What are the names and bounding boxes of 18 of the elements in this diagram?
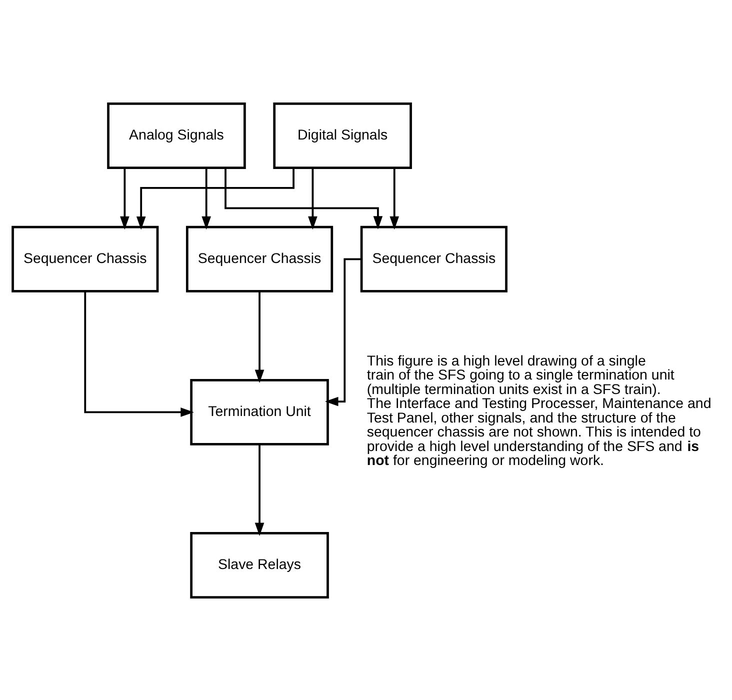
- node-box: Sequencer Chassis: [360, 225, 508, 292]
- arrow: [84, 290, 194, 416]
- arrow: [202, 167, 211, 230]
- node-box: Digital Signals: [273, 102, 412, 168]
- node-box: Slave Relays: [190, 532, 329, 598]
- arrow: [224, 168, 383, 229]
- arrow: [136, 167, 294, 230]
- node-box: Sequencer Chassis: [186, 225, 334, 292]
- arrow: [308, 167, 318, 230]
- node-box: Analog Signals: [107, 102, 246, 168]
- arrow: [390, 167, 400, 230]
- arrow: [254, 444, 264, 536]
- arrow: [120, 167, 130, 230]
- node-box: Termination Unit: [190, 378, 329, 445]
- label: This figure is a high level drawing of a single train of the SFS going to a single termination unit (multiple termination units exist in a SFS train). The Interface and Testing Processer, Maintenance and Test Panel, other signals, and the structure of the sequencer chassis are not shown. This is intended to provide a high level understanding of the SFS and is not for engineering or modeling work.: [366, 352, 712, 469]
- arrow: [324, 258, 362, 406]
- node-box: Sequencer Chassis: [12, 225, 159, 292]
- arrow: [254, 290, 264, 383]
